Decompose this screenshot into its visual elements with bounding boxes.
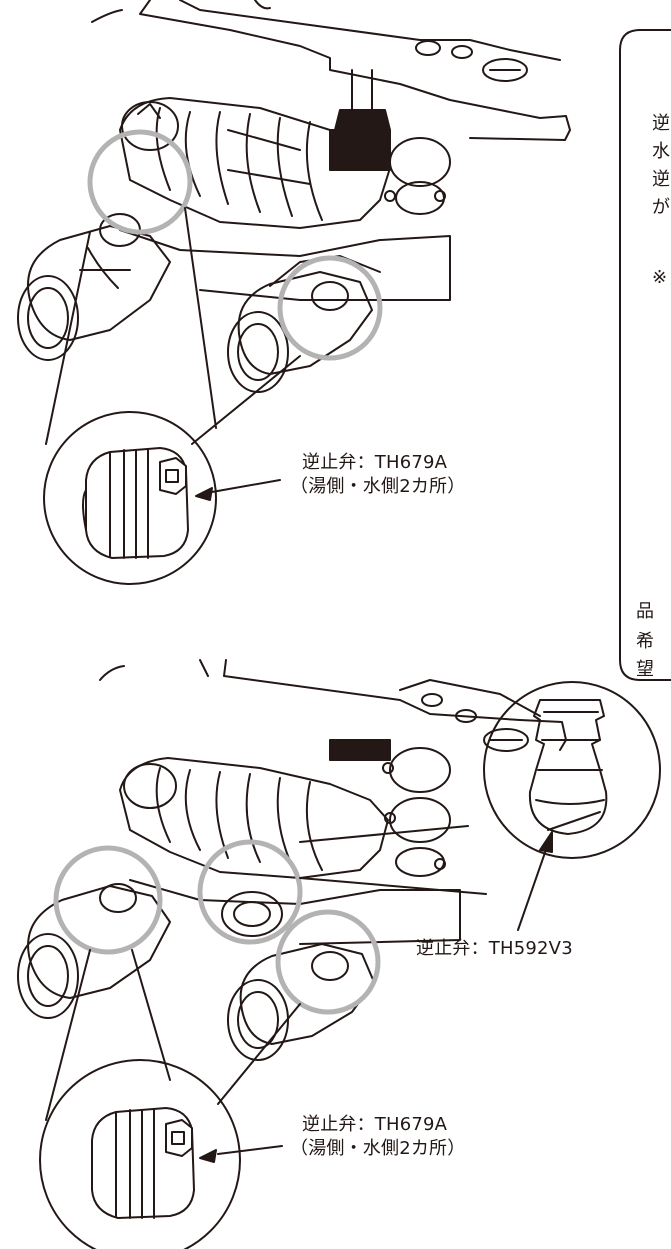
top-valve-part <box>82 447 189 559</box>
top-faucet-body <box>17 0 571 393</box>
side-panel-border <box>619 29 671 681</box>
bottom-check-valve-label: 逆止弁：TH592V3 <box>416 938 573 959</box>
bottom-valve-part <box>91 1107 195 1219</box>
top-valve-label-name: 逆止弁：TH679A <box>302 452 448 473</box>
bottom-valve-marker-left <box>53 845 163 955</box>
side-text-line3: 逆 <box>652 169 670 190</box>
bottom-valve-label-note: （湯側・水側2カ所） <box>290 1138 466 1159</box>
bottom-zoom-circle <box>39 1059 241 1249</box>
side-text-line5: ※ <box>652 267 668 288</box>
side-text-line1: 逆 <box>652 113 670 134</box>
top-zoom-circle <box>43 411 217 585</box>
side-text-line2: 水 <box>652 141 670 162</box>
side-text-line4: が <box>652 197 670 218</box>
top-valve-marker-left <box>87 129 193 235</box>
check-valve-zoom-circle <box>483 681 661 859</box>
top-valve-marker-right <box>277 255 383 361</box>
side-text-line7: 希望 <box>636 631 654 680</box>
bottom-check-valve-marker <box>197 839 303 945</box>
bottom-valve-label-name: 逆止弁：TH679A <box>302 1114 448 1135</box>
bottom-faucet-body <box>17 659 567 1061</box>
top-valve-label-note: （湯側・水側2カ所） <box>290 476 466 497</box>
side-text-line6: 品 <box>636 601 654 622</box>
bottom-valve-marker-right <box>275 909 381 1015</box>
check-valve-part <box>528 699 608 835</box>
